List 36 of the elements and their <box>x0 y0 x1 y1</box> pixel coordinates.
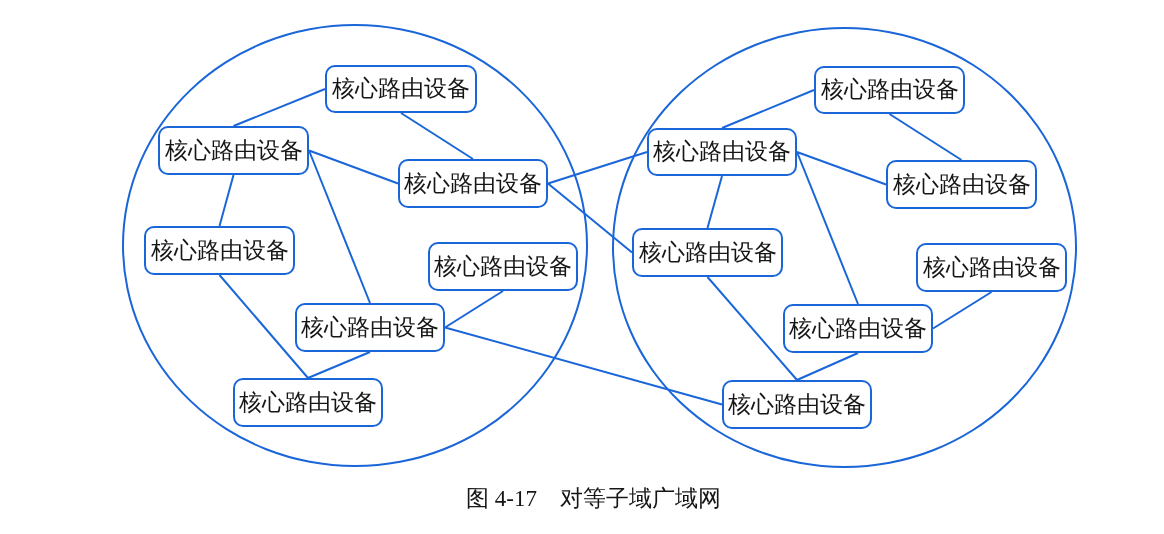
router-box: 核心路由设备 <box>916 243 1067 292</box>
router-box: 核心路由设备 <box>783 304 933 353</box>
router-box: 核心路由设备 <box>158 126 309 175</box>
link-line <box>307 351 371 379</box>
router-box: 核心路由设备 <box>722 380 872 429</box>
router-box: 核心路由设备 <box>632 228 783 277</box>
link-line <box>932 291 993 330</box>
link-line <box>547 151 648 185</box>
router-box: 核心路由设备 <box>144 226 295 275</box>
router-box: 核心路由设备 <box>647 128 797 176</box>
router-box: 核心路由设备 <box>295 303 445 352</box>
link-line <box>308 149 371 304</box>
figure-caption: 图 4-17 对等子域广域网 <box>466 486 721 512</box>
link-line <box>400 112 474 160</box>
link-line <box>444 290 504 329</box>
link-line <box>444 326 723 406</box>
link-line <box>218 274 309 379</box>
link-line <box>706 175 723 229</box>
link-line <box>796 151 887 186</box>
link-line <box>218 174 235 227</box>
router-box: 核心路由设备 <box>325 65 477 113</box>
link-line <box>796 151 859 305</box>
router-box: 核心路由设备 <box>428 242 578 291</box>
router-box: 核心路由设备 <box>233 378 383 427</box>
router-box: 核心路由设备 <box>398 159 548 208</box>
router-box: 核心路由设备 <box>886 160 1037 209</box>
link-line <box>796 352 859 381</box>
link-line <box>547 182 633 254</box>
link-line <box>721 89 815 129</box>
link-line <box>706 276 798 381</box>
link-line <box>308 149 399 185</box>
link-line <box>232 88 326 127</box>
domain-circle <box>122 24 588 467</box>
link-line <box>888 113 963 161</box>
router-box: 核心路由设备 <box>814 66 965 114</box>
domain-circle <box>612 27 1077 468</box>
